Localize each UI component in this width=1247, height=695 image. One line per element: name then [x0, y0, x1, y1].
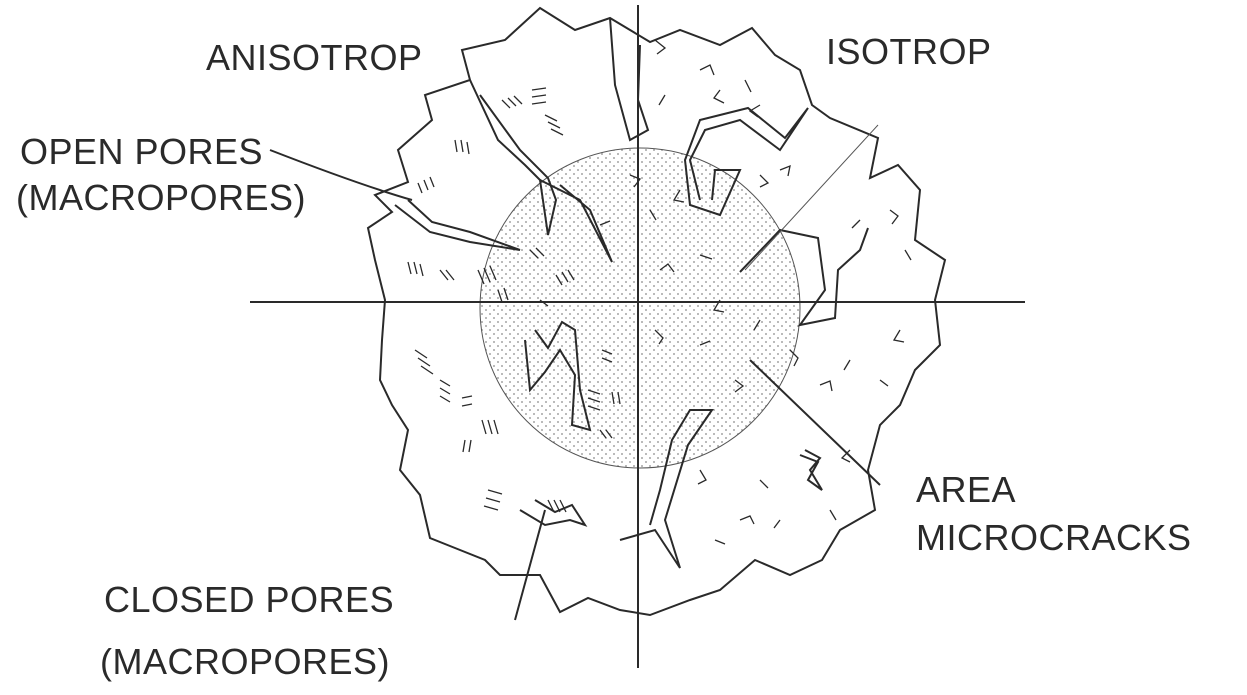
area-label-line1: AREA	[916, 468, 1016, 512]
microcrack-area-zone	[480, 148, 800, 468]
isotrop-label: ISOTROP	[826, 30, 992, 74]
anisotrop-label: ANISOTROP	[206, 36, 423, 80]
closed-pores-label-line2: (MACROPORES)	[100, 640, 390, 684]
closed-pores-label-line1: CLOSED PORES	[104, 578, 394, 622]
open-pores-label-line2: (MACROPORES)	[16, 176, 306, 220]
area-label-line2: MICROCRACKS	[916, 516, 1192, 560]
closed-pores-leader	[515, 510, 545, 620]
open-pores-label-line1: OPEN PORES	[20, 130, 263, 174]
isotrop-diagonal-line	[745, 125, 878, 270]
